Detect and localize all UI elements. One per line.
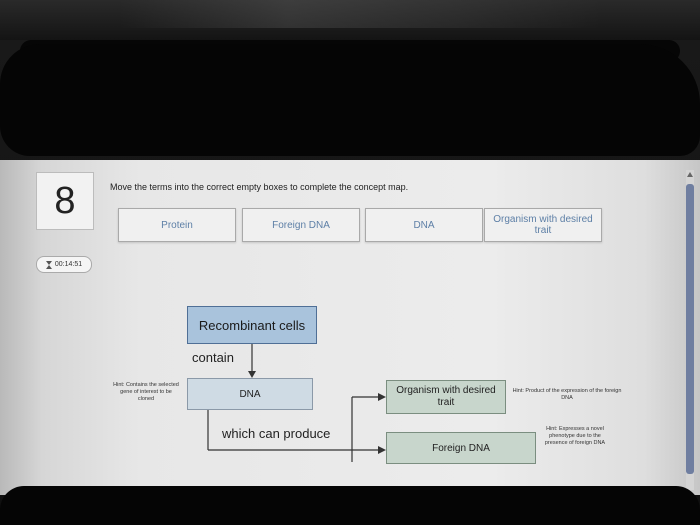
term-organism[interactable]: Organism with desired trait	[484, 208, 602, 242]
arrowhead-foreign-icon	[378, 446, 386, 454]
question-instruction: Move the terms into the correct empty bo…	[110, 182, 409, 192]
scrollbar-thumb[interactable]	[686, 184, 694, 474]
timer-value: 00:14:51	[54, 261, 83, 268]
question-number: 8	[36, 172, 94, 230]
drop-box-dna[interactable]: DNA	[187, 378, 313, 410]
quiz-screen: 8 00:14:51 Move the terms into the corre…	[0, 160, 700, 495]
arrowhead-dna-icon	[248, 371, 256, 378]
concept-map-connectors	[207, 344, 386, 462]
drop-box-foreign-dna[interactable]: Foreign DNA	[386, 432, 536, 464]
link-label-contain: contain	[192, 350, 234, 365]
redaction-mark-bottom	[0, 486, 700, 525]
timer-badge: 00:14:51	[36, 256, 92, 273]
hint-product: Hint: Product of the expression of the f…	[512, 388, 622, 401]
monitor-glare	[120, 0, 600, 28]
hint-organism: Hint: Expresses a novel phenotype due to…	[544, 426, 606, 446]
hint-dna: Hint: Contains the selected gene of inte…	[113, 382, 179, 402]
drop-box-organism[interactable]: Organism with desired trait	[386, 380, 506, 414]
term-dna[interactable]: DNA	[365, 208, 483, 242]
term-foreign-dna[interactable]: Foreign DNA	[242, 208, 360, 242]
link-label-produce: which can produce	[222, 426, 331, 441]
redaction-mark-top	[0, 44, 700, 156]
scroll-up-icon[interactable]	[687, 172, 693, 177]
monitor-top-bezel	[0, 0, 700, 40]
hourglass-icon	[45, 260, 52, 269]
term-protein[interactable]: Protein	[118, 208, 236, 242]
arrowhead-organism-icon	[378, 393, 386, 401]
concept-root-box: Recombinant cells	[187, 306, 317, 344]
